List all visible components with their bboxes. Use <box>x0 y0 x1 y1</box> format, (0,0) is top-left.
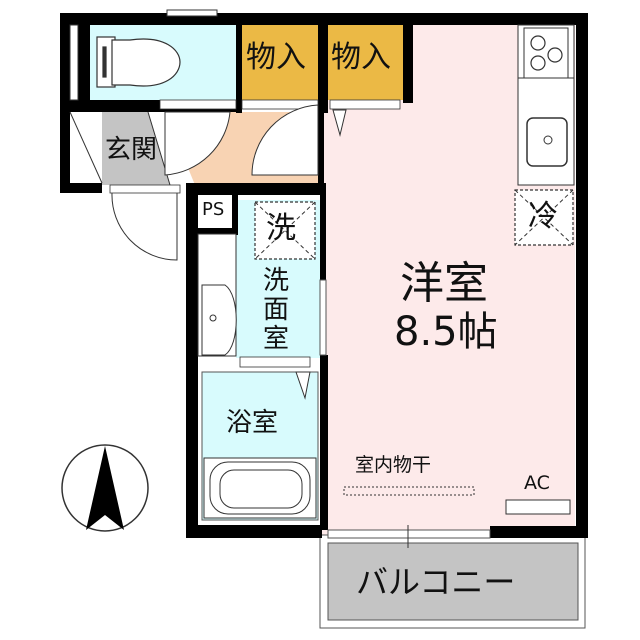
left-window <box>69 24 79 101</box>
bathtub-inner <box>219 469 303 509</box>
balcony-floor <box>327 542 579 621</box>
aircon-unit <box>505 499 571 515</box>
stove-burners <box>530 35 563 71</box>
storage-1-floor <box>240 24 319 100</box>
compass-circle <box>61 444 149 532</box>
storage-2-floor <box>327 24 403 100</box>
storage-2-door <box>329 99 401 110</box>
storage-2-label: 物入 <box>331 40 391 75</box>
north-arrow-icon <box>86 446 124 530</box>
entrance-door-frame <box>109 184 181 194</box>
western-room-size: 8.5帖 <box>394 309 498 355</box>
fridge-space-label: 冷 <box>528 199 558 234</box>
walls <box>60 13 588 538</box>
top-window <box>166 9 218 17</box>
bathroom-outline <box>201 371 319 521</box>
pipe-space <box>198 195 232 228</box>
toilet-door-strip <box>159 99 237 110</box>
compass <box>61 444 149 532</box>
storage-2-door-swing <box>332 109 347 137</box>
kitchen-sink <box>526 117 568 167</box>
toilet-door-swing <box>164 111 231 176</box>
balcony-label: バルコニー <box>356 563 516 601</box>
washroom-label-3: 室 <box>263 324 290 354</box>
washer-space <box>254 201 316 260</box>
western-room-label: 洋室 <box>400 258 488 309</box>
bathroom-label: 浴室 <box>226 408 279 438</box>
entrance-label: 玄関 <box>105 135 158 165</box>
bathroom-door <box>239 356 311 368</box>
toilet-fixture <box>96 36 181 88</box>
washer-space-label: 洗 <box>266 211 296 246</box>
washbasin <box>197 233 237 357</box>
entrance-door-swing <box>111 192 178 261</box>
indoor-drying-rail <box>343 486 475 496</box>
indoor-drying-label: 室内物干 <box>355 454 432 476</box>
pipe-space-label: PS <box>202 199 225 220</box>
balcony-window <box>327 529 491 539</box>
washroom-label-1: 洗 <box>263 266 290 296</box>
washroom-sliding-door <box>319 279 327 356</box>
bathroom-door-swing <box>295 371 311 400</box>
aircon-label: AC <box>524 472 550 494</box>
washroom-label-2: 面 <box>263 295 290 325</box>
storage-1-label: 物入 <box>246 40 306 75</box>
room-door-swing <box>251 104 319 176</box>
